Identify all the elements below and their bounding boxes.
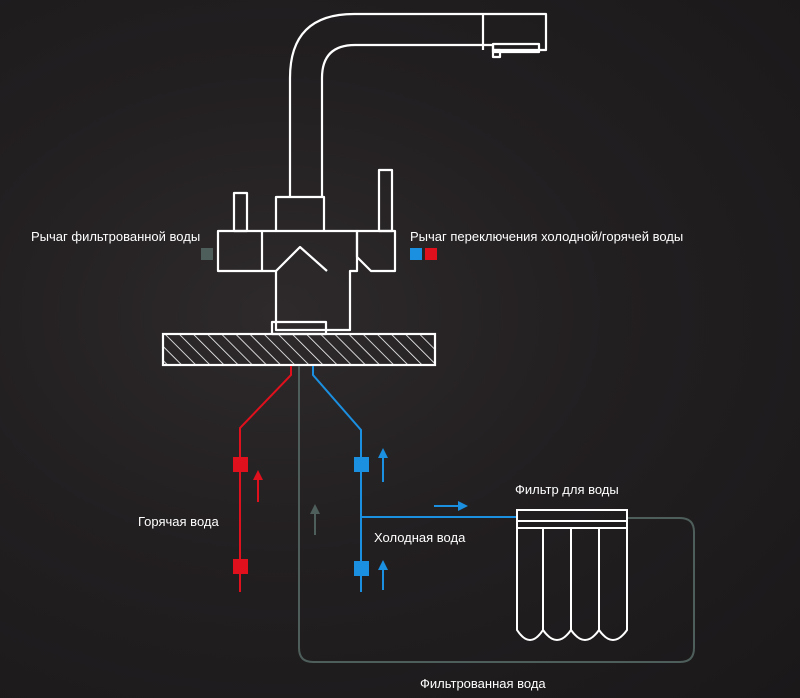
filtered-pipe (298, 366, 695, 663)
mix-lever-body (355, 229, 397, 273)
filter-cartridge-2 (542, 528, 572, 641)
filtered-water-line (298, 366, 695, 663)
hot-water-label: Горячая вода (138, 514, 219, 529)
filtered-lever-label: Рычаг фильтрованной воды (31, 229, 201, 244)
filtered-arrow-head (310, 504, 320, 514)
cold-water-line (312, 366, 517, 592)
mix-lever-label: Рычаг переключения холодной/горячей воды (410, 229, 684, 244)
aerator-tip (491, 48, 502, 59)
filtered-lever-handle (232, 191, 249, 233)
hot-water-line (233, 366, 292, 592)
faucet-base-ring (270, 320, 328, 336)
filtered-color-swatch (201, 248, 213, 260)
filter-cartridge-1 (516, 528, 544, 641)
filter-head (516, 509, 628, 529)
countertop (161, 332, 437, 367)
filtered-lever-body (216, 229, 264, 273)
hot-arrow-head (253, 470, 263, 480)
water-filter (516, 509, 628, 641)
faucet-center-wedge (275, 245, 328, 272)
cold-pipe (312, 366, 362, 592)
hot-valve-top (233, 457, 248, 472)
cold-valve-bottom (354, 561, 369, 576)
hot-valve-bottom (233, 559, 248, 574)
cold-arrow-head (378, 448, 388, 458)
filter-cartridge-4 (598, 528, 628, 641)
hot-pipe (239, 366, 292, 592)
faucet (216, 12, 548, 336)
faucet-top-block (274, 195, 326, 233)
hot-color-swatch (425, 248, 437, 260)
faucet-center-body (262, 229, 359, 332)
filter-cartridge-3 (570, 528, 600, 641)
cold-valve-top (354, 457, 369, 472)
spout-aerator (491, 42, 541, 54)
cold-arrow2-head (378, 560, 388, 570)
cold-water-label: Холодная вода (374, 530, 466, 545)
faucet-spout (288, 12, 548, 198)
cold-color-swatch (410, 248, 422, 260)
filter-arrow-head (458, 501, 468, 511)
water-filter-label: Фильтр для воды (515, 482, 619, 497)
filtered-water-label: Фильтрованная вода (420, 676, 546, 691)
mix-lever-handle (377, 168, 394, 233)
